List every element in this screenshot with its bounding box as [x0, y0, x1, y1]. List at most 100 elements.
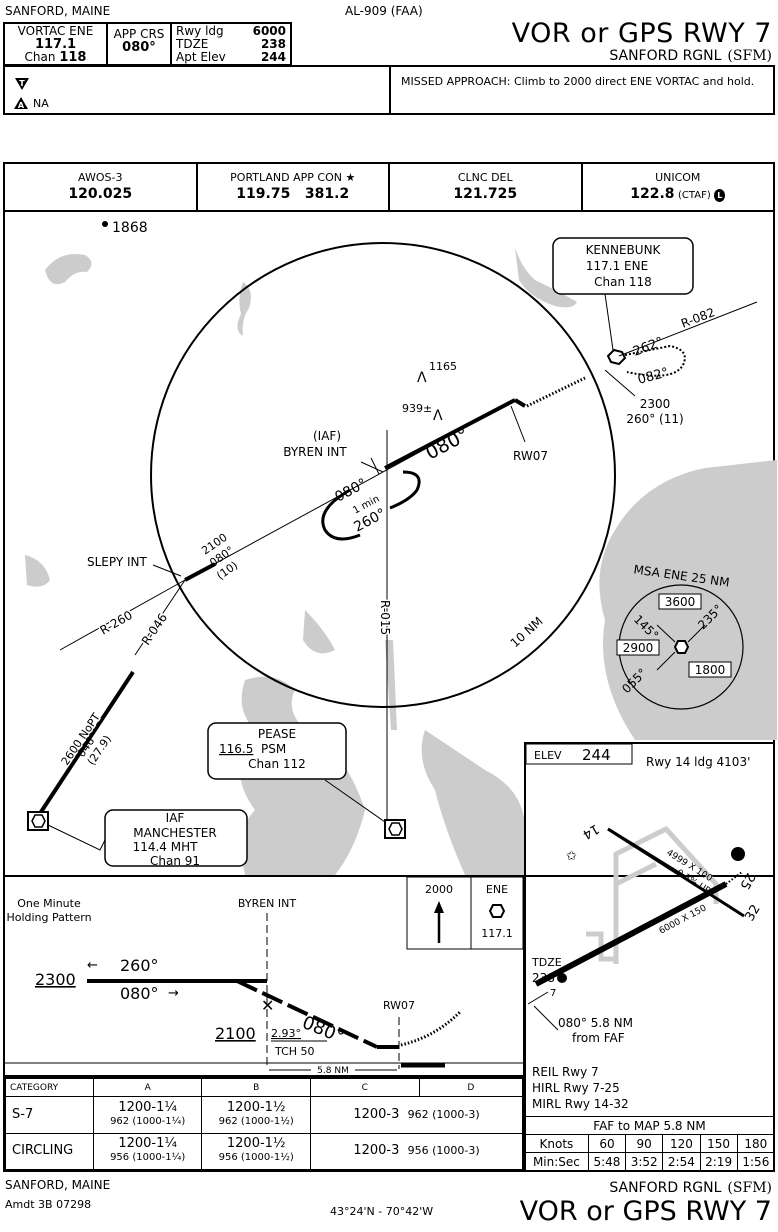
profile-view: One Minute Holding Pattern BYREN INT 230… — [3, 875, 525, 1077]
comm-freq: 120.025 — [68, 186, 133, 202]
elev-value: 244 — [582, 746, 611, 764]
rwy14-ldg: Rwy 14 ldg 4103' — [646, 755, 750, 769]
r082-radial — [618, 301, 758, 357]
col-b: B — [201, 1078, 311, 1097]
profile-hold-in: 080° — [120, 984, 159, 1003]
obstacle-1868: 1868 — [112, 220, 148, 236]
profile-final-crs: 080° — [299, 1012, 347, 1048]
profile-gs: 2.93° — [271, 1027, 301, 1040]
elev-label: ELEV — [534, 749, 562, 762]
holding-pattern — [321, 470, 421, 541]
min-main: 1200-1¼ — [118, 1099, 177, 1115]
missed-hold — [624, 344, 686, 377]
kennebunk-leader — [604, 293, 614, 351]
alternate-symbol: A — [18, 101, 25, 110]
hold-leader — [604, 369, 636, 397]
r260-label: R-260 — [98, 608, 135, 638]
obstacle-1165: 1165 — [429, 360, 457, 373]
hold-title-2: Holding Pattern — [6, 911, 91, 924]
profile-fix: BYREN INT — [238, 897, 296, 910]
time-value: 2:54 — [662, 1152, 701, 1171]
kennebunk-name: KENNEBUNK — [586, 243, 662, 257]
comm-clearance: CLNC DEL 121.725 — [390, 164, 583, 210]
airport-diagram: ELEV 244 Rwy 14 ldg 4103' 14 32 25 4999 … — [525, 743, 764, 1111]
knots-label: Knots — [524, 1134, 589, 1153]
min-main: 1200-3 — [353, 1106, 400, 1122]
airport-ident: (SFM) — [727, 48, 772, 64]
obstacle-dot — [102, 221, 108, 227]
faf-to-map-table: FAF to MAP 5.8 NM Knots 60 90 120 150 18… — [524, 1116, 776, 1172]
chart-id: AL-909 (FAA) — [345, 4, 423, 18]
r046-radial — [134, 579, 186, 656]
lighting-reil: REIL Rwy 7 — [532, 1065, 599, 1079]
footer-airport-name: SANFORD RGNL — [609, 1180, 722, 1196]
primary-navaid: VORTAC ENE 117.1 Chan 118 — [5, 24, 108, 64]
min-sub: 956 (1000-3) — [407, 1144, 480, 1158]
approach-course: APP CRS 080° — [108, 24, 172, 64]
final-course-label: 080° — [422, 424, 473, 465]
approach-light-icon — [557, 973, 567, 983]
obstacle-icon: Λ — [417, 370, 427, 386]
time-value: 2:19 — [699, 1152, 738, 1171]
comm-freq: 121.725 — [453, 186, 518, 202]
profile-arrow-left: ← — [87, 958, 98, 973]
faf-note-leader — [527, 991, 559, 1031]
pease-ident: PSM — [261, 742, 286, 756]
takeoff-minimums-icon: T — [15, 78, 29, 90]
profile-ma-alt: 2000 — [425, 883, 453, 896]
hold-262: 262° — [631, 335, 666, 360]
manchester-chan: Chan 91 — [150, 854, 200, 868]
comm-ctaf: (CTAF) — [678, 190, 711, 201]
time-value: 3:52 — [625, 1152, 664, 1171]
plan-view: 1868 Λ 1165 939± Λ KENNEBUNK 117.1 ENE C… — [3, 210, 777, 877]
cell-cd: 1200-3 962 (1000-3) — [310, 1096, 523, 1134]
lighting-hirl: HIRL Rwy 7-25 — [532, 1081, 620, 1095]
ten-nm-ring — [150, 242, 616, 708]
pease-leader — [324, 779, 386, 823]
min-main: 1200-1½ — [226, 1136, 286, 1152]
manchester-freq: 114.4 MHT — [133, 840, 199, 854]
col-a: A — [92, 1078, 203, 1097]
alternate-na: NA — [33, 97, 49, 110]
rwy-ldg-value: 6000 — [252, 24, 286, 38]
rwy-ldg-label: Rwy ldg — [176, 24, 224, 38]
manchester-leader — [47, 824, 106, 851]
wind-indicator-icon — [731, 847, 745, 861]
navaid-type: VORTAC ENE — [17, 24, 94, 38]
msa-alt-n: 3600 — [665, 595, 696, 609]
slepy-label: SLEPY INT — [87, 555, 148, 569]
comm-name: UNICOM — [655, 171, 701, 184]
manchester-name: MANCHESTER — [133, 826, 216, 840]
footer-airport: SANFORD RGNL(SFM) — [609, 1180, 772, 1196]
iaf-label: (IAF) — [313, 429, 341, 443]
obstacle-icon: Λ — [433, 408, 443, 424]
comm-approach: PORTLAND APP CON ★119.75 381.2 — [198, 164, 390, 210]
profile-dist: 5.8 NM — [317, 1066, 349, 1075]
comm-freq: 119.75 381.2 — [236, 186, 350, 202]
apt-elev-value: 244 — [260, 50, 286, 64]
knots-value: 60 — [587, 1134, 627, 1153]
comm-freq: 122.8 — [630, 186, 675, 202]
navaid-freq: 117.1 — [34, 37, 77, 52]
app-crs-value: 080° — [122, 40, 156, 55]
feeder-route — [35, 670, 135, 820]
runway-14-32-full — [607, 827, 745, 918]
plan-view-map: 1868 Λ 1165 939± Λ KENNEBUNK 117.1 ENE C… — [25, 220, 777, 875]
obstacle-939: 939± — [402, 402, 432, 415]
time-row: Min:Sec 5:48 3:52 2:54 2:19 1:56 — [524, 1152, 776, 1171]
comm-name: CLNC DEL — [457, 171, 513, 184]
r015-label: R-015 — [378, 600, 392, 635]
minimums-header: CATEGORY A B C D — [5, 1078, 524, 1097]
profile-hold-alt: 2300 — [35, 970, 76, 989]
min-sub: 956 (1000-1¼) — [110, 1152, 186, 1164]
pease-freq: 116.5 — [219, 742, 253, 756]
airport-name-text: SANFORD RGNL — [609, 48, 722, 64]
min-main: 1200-3 — [353, 1143, 400, 1159]
